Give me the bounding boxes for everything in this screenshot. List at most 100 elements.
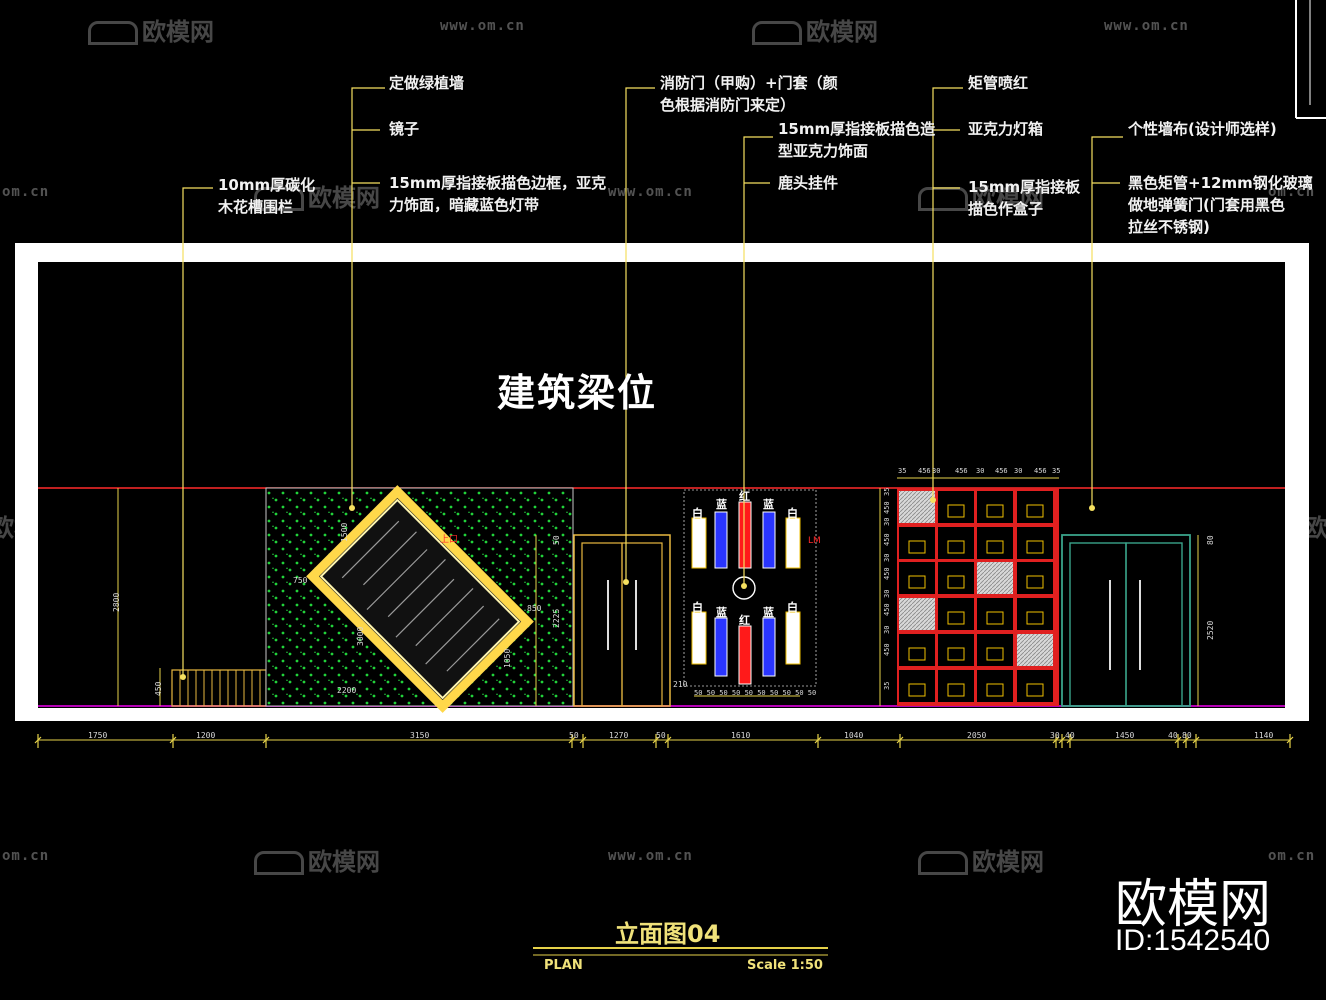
dim-value: 456: [995, 467, 1008, 475]
cabinet-item: [947, 683, 965, 697]
cabinet-item: [1026, 683, 1044, 697]
dim-height: 2225: [552, 608, 561, 628]
cabinet-item: [1026, 504, 1044, 518]
mirror-mark: 上口: [440, 535, 459, 545]
dimension-lines: [38, 477, 1290, 741]
dim-value: 450: [883, 533, 891, 546]
fire-door: [573, 534, 671, 707]
dim-value: 2050: [967, 731, 987, 740]
annotation-wall-cloth: 个性墙布(设计师选样): [1128, 120, 1277, 138]
color-label: 蓝: [716, 606, 727, 619]
cabinet-item: [1026, 540, 1044, 554]
cabinet-cell: [1017, 562, 1053, 594]
annotation-acrylic-panel: 15mm厚指接板描色造型亚克力饰面: [778, 120, 936, 160]
annotation-rail: 10mm厚碳化木花槽围栏: [218, 176, 316, 216]
dim-value: 30: [883, 625, 891, 634]
annotation-mirror: 镜子: [389, 120, 420, 138]
cabinet-item: [986, 540, 1004, 554]
dim-value: 450: [883, 501, 891, 514]
wood-rail: [171, 669, 267, 707]
dim-value: 35: [883, 487, 891, 496]
dim-value: 30: [976, 467, 985, 475]
cabinet-cell: [899, 527, 935, 559]
annotation-glass-door: 黑色矩管+12mm钢化玻璃做地弹簧门(门套用黑色拉丝不锈钢): [1128, 174, 1313, 236]
cabinet-item: [947, 575, 965, 589]
cabinet-cell: [1017, 670, 1053, 702]
cabinet-cell: [977, 491, 1013, 523]
title-underline: [533, 947, 828, 956]
cabinet-cell: [977, 527, 1013, 559]
acrylic-panel: [683, 489, 817, 687]
cabinet-cell: [977, 598, 1013, 630]
watermark-logo: 欧模网: [752, 12, 878, 47]
dim-value: 1270: [609, 731, 629, 740]
watermark-url: om.cn: [2, 848, 50, 864]
dim-value: 450: [883, 567, 891, 580]
dim-door-right: 80: [1206, 535, 1215, 545]
plan-label: PLAN: [544, 958, 583, 973]
drawing-title: 立面图04: [615, 920, 721, 948]
cabinet-item: [986, 647, 1004, 661]
color-label: 白: [692, 601, 703, 614]
dim-height: 2800: [112, 592, 121, 612]
watermark-logo: 欧模网: [918, 178, 1044, 213]
dim-mirror: 3000: [356, 626, 365, 646]
watermark-logo: 欧模网: [88, 12, 214, 47]
cabinet-item: [947, 647, 965, 661]
dim-value: 35: [883, 681, 891, 690]
watermark-url: om.cn: [2, 184, 50, 200]
mirror-diamond: [306, 485, 534, 713]
color-label: 蓝: [716, 498, 727, 511]
dim-mirror: 1500: [340, 522, 349, 542]
dim-value: 456: [1034, 467, 1047, 475]
dim-value: 450: [883, 643, 891, 656]
cabinet-cell: [1017, 598, 1053, 630]
cabinet-item: [986, 611, 1004, 625]
dim-value: 30: [932, 467, 941, 475]
cabinet-item: [947, 504, 965, 518]
side-mark: LM: [808, 536, 821, 546]
cabinet-cell: [938, 634, 974, 666]
cabinet-cell: [938, 598, 974, 630]
annotation-light-box: 亚克力灯箱: [968, 120, 1044, 138]
watermark-url: www.om.cn: [608, 848, 693, 864]
brand-id: ID:1542540: [1115, 924, 1271, 957]
dim-height: 450: [154, 681, 163, 696]
color-label: 白: [787, 507, 798, 520]
cabinet-item: [947, 611, 965, 625]
cabinet-cell: [938, 670, 974, 702]
dim-door-side: 50: [552, 535, 561, 545]
dim-value: 450: [883, 603, 891, 616]
cabinet-item: [1026, 611, 1044, 625]
sheet-border-corner: [1295, 0, 1326, 119]
dim-value: 3150: [410, 731, 430, 740]
dim-value: 1450: [1115, 731, 1135, 740]
color-label: 蓝: [763, 606, 774, 619]
watermark-url: www.om.cn: [440, 18, 525, 34]
dim-value: 50: [569, 731, 579, 740]
annotation-box: 15mm厚指接板描色作盒子: [968, 178, 1081, 218]
dim-value: 35: [898, 467, 907, 475]
annotation-fire-door: 消防门（甲购）+门套（颜色根据消防门来定）: [660, 74, 838, 114]
dim-value: 1750: [88, 731, 108, 740]
cabinet-cell: [899, 562, 935, 594]
dim-value: 30: [883, 517, 891, 526]
dim-mirror: 850: [527, 604, 542, 613]
dim-value: 40: [1065, 731, 1075, 740]
dim-mini-row: 50 50 50 50 50 50 50 50 50 50: [694, 689, 817, 697]
dim-value: 30: [1050, 731, 1060, 740]
leader-lines: [182, 87, 1123, 676]
dim-value: 30: [1014, 467, 1023, 475]
dim-value: 30: [883, 553, 891, 562]
dim-value: 1140: [1254, 731, 1274, 740]
cabinet-item: [908, 575, 926, 589]
scale-label: Scale 1:50: [747, 958, 823, 973]
red-shelving-cabinet: [897, 488, 1059, 706]
dim-value: 1200: [196, 731, 216, 740]
watermark-url: www.om.cn: [1104, 18, 1189, 34]
cabinet-item: [986, 504, 1004, 518]
cabinet-cell: [977, 634, 1013, 666]
color-label: 白: [787, 601, 798, 614]
dim-value: 1610: [731, 731, 751, 740]
